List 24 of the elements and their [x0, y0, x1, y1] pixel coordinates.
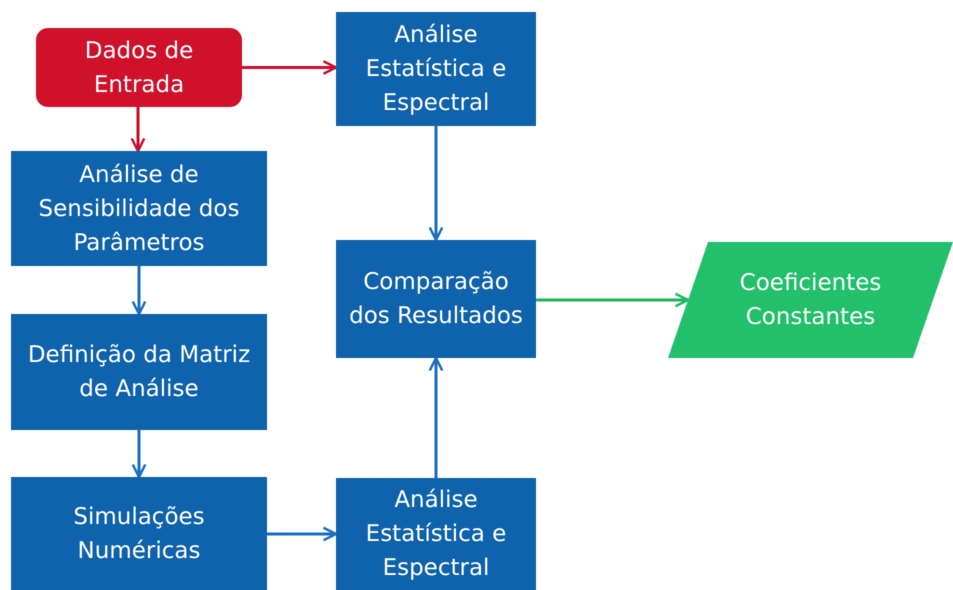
node-text: Coeficientes Constantes — [738, 269, 882, 332]
node-text: Análise Estatística e Espectral — [364, 21, 508, 118]
node-text: Definição da Matriz de Análise — [26, 341, 252, 404]
arrow — [130, 107, 146, 152]
process-box — [11, 314, 267, 430]
arrow — [428, 356, 444, 478]
node-text: Análise de Sensibilidade dos Parâmetros — [38, 160, 240, 258]
arrow — [267, 526, 338, 542]
process-box — [336, 478, 536, 590]
node-text: Dados de Entrada — [84, 36, 194, 100]
arrow — [536, 292, 690, 308]
process-box — [336, 240, 536, 358]
arrow — [428, 126, 444, 242]
output-parallelogram — [668, 242, 953, 358]
arrow — [132, 430, 146, 478]
input-box — [36, 28, 242, 107]
node-text: Simulações Numéricas — [72, 502, 206, 566]
process-box — [11, 477, 267, 590]
process-box — [336, 12, 536, 126]
node-text: Comparação dos Resultados — [348, 268, 524, 331]
arrow — [132, 266, 146, 316]
node-text: Análise Estatística e Espectral — [364, 486, 508, 583]
process-box — [11, 151, 267, 266]
arrow — [242, 60, 338, 75]
